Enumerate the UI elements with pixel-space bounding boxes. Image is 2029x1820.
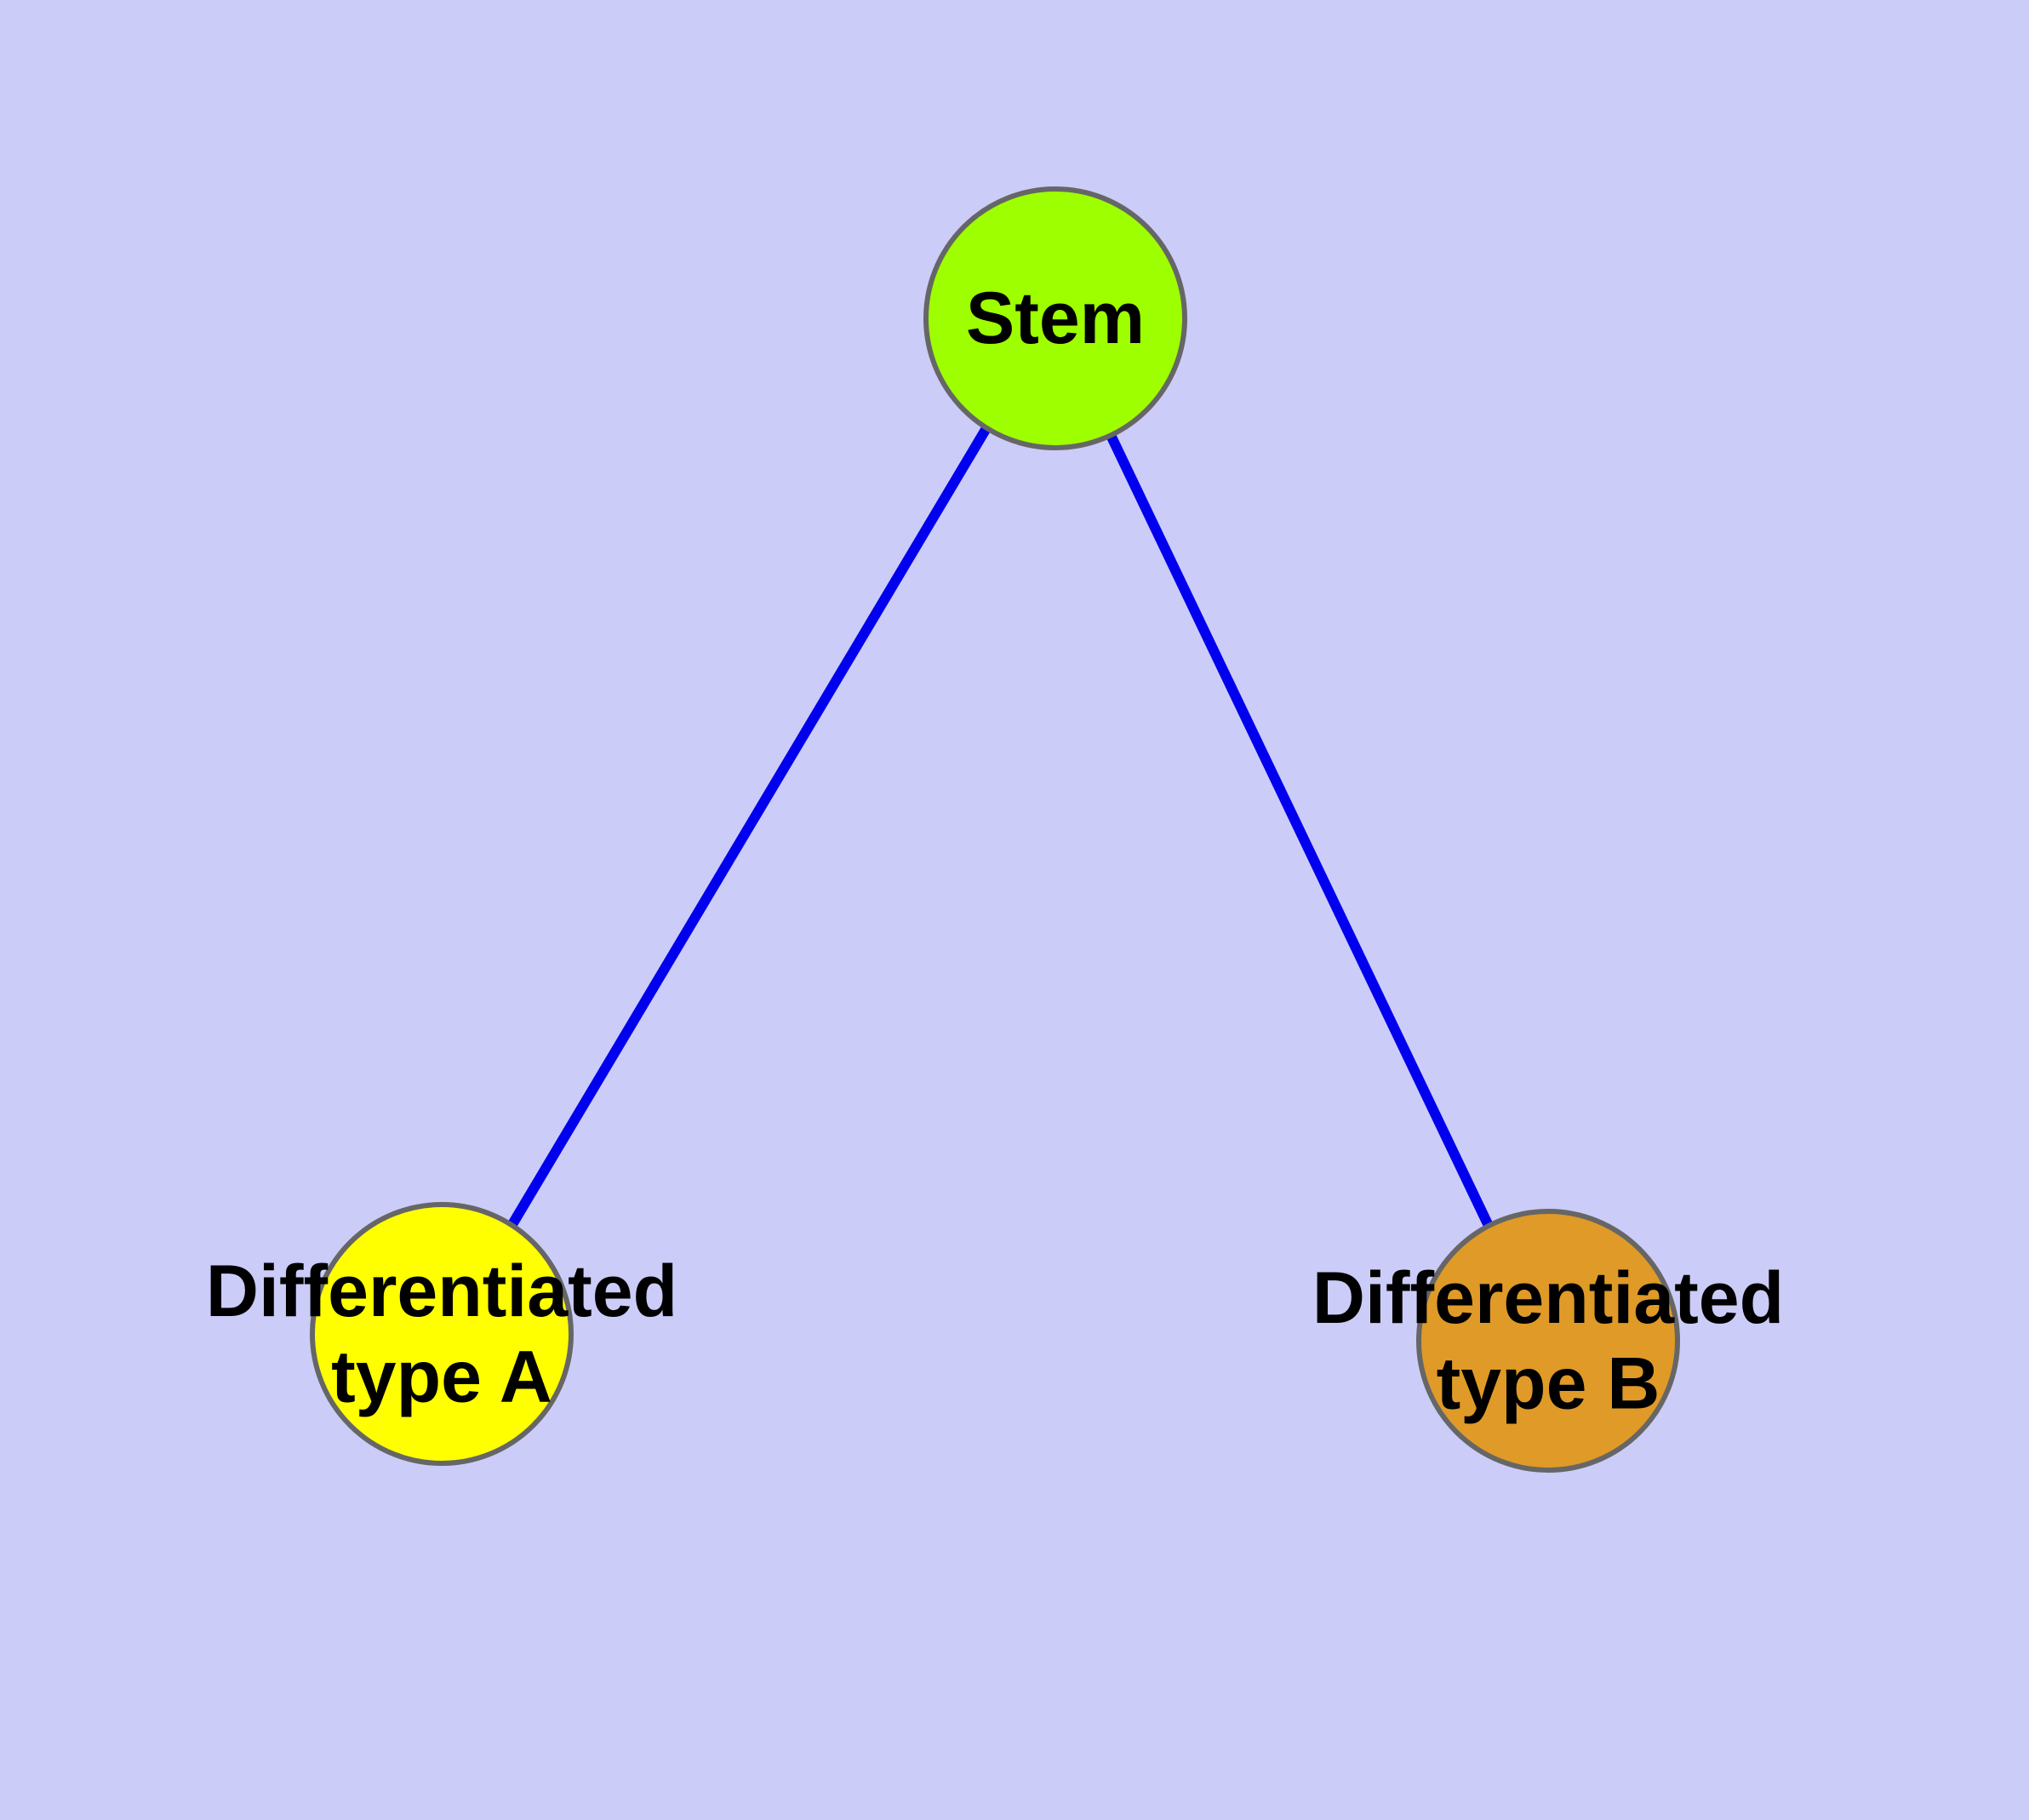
edge-stem-to-differentiated-type-a[interactable] <box>506 425 992 1229</box>
node-label-stem: Stem <box>966 278 1145 359</box>
edge-layer <box>506 425 1495 1230</box>
node-circle-stem[interactable] <box>923 186 1187 450</box>
node-label-line: Differentiated <box>1312 1257 1784 1339</box>
edge-stem-to-differentiated-type-b[interactable] <box>1105 431 1495 1230</box>
node-label-line: type A <box>331 1336 552 1418</box>
node-circle-layer <box>310 186 1680 1473</box>
node-circle-differentiated-type-b[interactable] <box>1416 1209 1680 1473</box>
node-label-line: Differentiated <box>206 1251 677 1332</box>
node-label-line: type B <box>1437 1343 1660 1425</box>
node-circle-differentiated-type-a[interactable] <box>310 1202 574 1466</box>
node-label-line: Stem <box>966 278 1145 359</box>
